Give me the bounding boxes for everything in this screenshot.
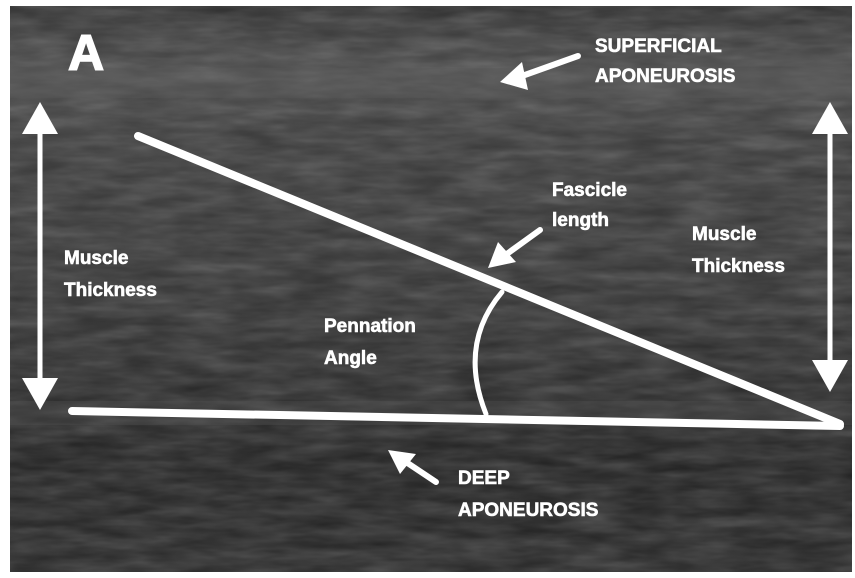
muscle-thickness-right-label-line2: Thickness bbox=[692, 256, 785, 277]
fascicle-label-line2: length bbox=[552, 210, 609, 231]
figure-letter: A bbox=[68, 25, 104, 81]
fascicle-label-line1: Fascicle bbox=[552, 180, 627, 201]
muscle-thickness-left-label-line1: Muscle bbox=[64, 248, 128, 269]
ultrasound-image: A SUPERFICIAL APONEUROSIS Fascicle lengt… bbox=[10, 6, 852, 572]
superficial-label-line2: APONEUROSIS bbox=[595, 66, 735, 87]
deep-label-line1: DEEP bbox=[458, 468, 510, 489]
pennation-angle-label-line1: Pennation bbox=[324, 316, 416, 337]
deep-label-line2: APONEUROSIS bbox=[458, 500, 598, 521]
muscle-thickness-right-label-line1: Muscle bbox=[692, 224, 756, 245]
superficial-label-line1: SUPERFICIAL bbox=[595, 36, 722, 57]
pennation-angle-label-line2: Angle bbox=[324, 348, 377, 369]
muscle-thickness-left-label-line2: Thickness bbox=[64, 280, 157, 301]
